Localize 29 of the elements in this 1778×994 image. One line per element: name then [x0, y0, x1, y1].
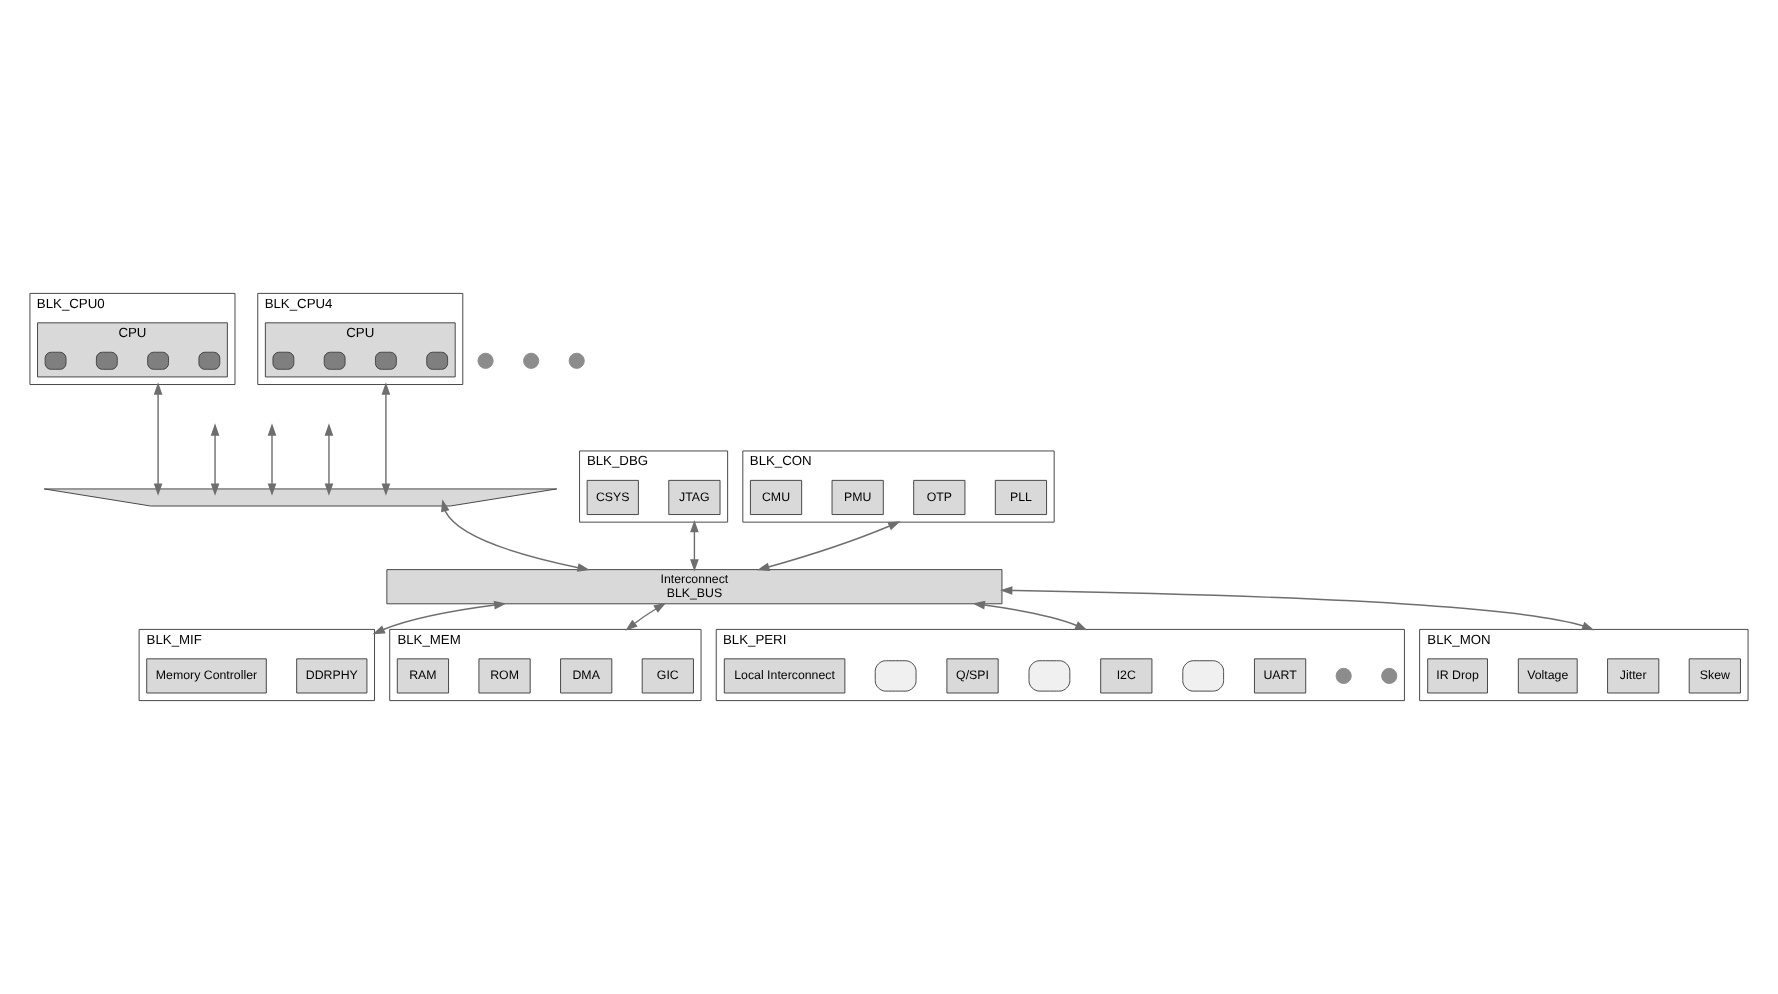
node-circle — [1381, 667, 1398, 684]
node-box — [323, 351, 346, 370]
node-box — [874, 660, 917, 692]
node-box — [147, 351, 169, 370]
arrow — [153, 382, 163, 496]
node-box — [95, 351, 118, 370]
arrow — [324, 423, 334, 496]
arrow — [690, 520, 699, 572]
arrow — [210, 423, 220, 496]
arrow — [267, 423, 277, 496]
node-box — [1028, 660, 1071, 692]
node-box — [198, 351, 221, 370]
node-box — [1182, 660, 1225, 692]
node-circle — [568, 352, 585, 369]
node-circle — [477, 352, 494, 369]
arrow — [1000, 586, 1595, 631]
arrow — [757, 521, 901, 571]
node-box — [272, 351, 295, 370]
node-circle — [1335, 667, 1352, 684]
node-box — [426, 351, 449, 370]
node-box — [44, 351, 67, 370]
arrow — [381, 382, 391, 496]
arrow — [372, 600, 507, 635]
arrow — [441, 499, 590, 572]
node-circle — [523, 352, 540, 369]
arrow — [972, 600, 1088, 631]
node-bar — [43, 488, 558, 507]
node-box — [375, 351, 397, 370]
arrow — [625, 602, 667, 631]
